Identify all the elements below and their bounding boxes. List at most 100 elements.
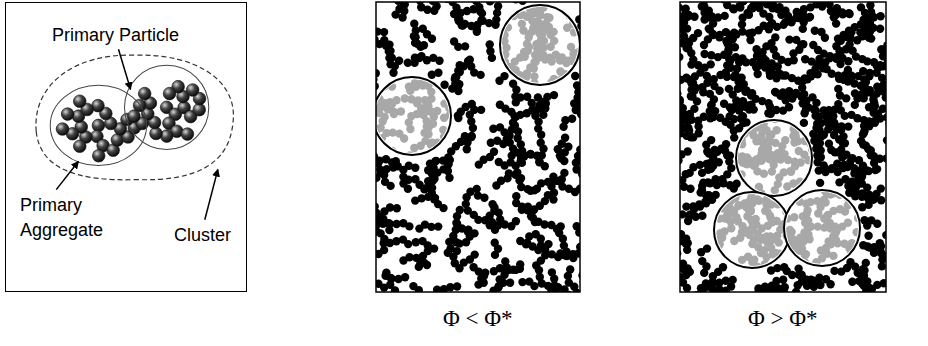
cluster-label: Cluster — [174, 223, 231, 248]
aggregate-label: Primary Aggregate — [20, 193, 115, 243]
cluster-outline — [736, 120, 812, 196]
aggregate-blob — [704, 246, 723, 262]
aggregate-blob — [745, 202, 784, 215]
aggregate-blob — [492, 2, 502, 24]
cluster-content — [721, 82, 841, 225]
aggregate-blob — [862, 23, 876, 43]
aggregate-blob — [482, 69, 509, 94]
cluster-content — [745, 166, 886, 279]
aggregate-blob — [706, 13, 718, 34]
aggregate-blob — [870, 152, 882, 173]
aggregate-blob — [707, 12, 729, 22]
aggregate-blob — [486, 40, 497, 62]
aggregate-blob — [516, 237, 553, 254]
aggregate-blob — [758, 223, 784, 236]
aggregate-blob — [523, 230, 545, 250]
aggregate-blob — [440, 93, 467, 122]
aggregate-blob — [680, 230, 690, 256]
aggregate-blob — [721, 101, 753, 126]
aggregate-blob — [481, 66, 502, 78]
aggregate-blob — [680, 116, 695, 142]
aggregate-blob — [747, 2, 777, 13]
aggregate-blob — [441, 60, 469, 71]
aggregate-blob — [475, 148, 499, 169]
aggregate-blob — [714, 2, 744, 13]
aggregate-blob — [709, 151, 731, 188]
aggregate-blob — [811, 27, 830, 42]
aggregate-blob — [490, 203, 520, 230]
aggregate-blob — [740, 106, 754, 133]
aggregate-blob — [420, 107, 441, 137]
aggregate-blob — [523, 40, 544, 78]
aggregate-blob — [723, 151, 736, 172]
aggregate-blob — [864, 232, 872, 240]
aggregate-blob — [385, 98, 398, 118]
aggregate-blob — [721, 183, 741, 198]
phase-caption: Φ > Φ* — [748, 306, 818, 332]
aggregate-blob — [761, 285, 796, 292]
aggregate-blob — [764, 169, 783, 186]
aggregate-blob — [530, 87, 540, 109]
aggregate-blob — [747, 216, 772, 233]
aggregate-blob — [686, 158, 723, 177]
aggregate-blob — [843, 163, 871, 192]
aggregate-blob — [767, 103, 794, 118]
aggregate-blob — [440, 86, 469, 113]
aggregate-blob — [433, 282, 461, 292]
aggregate-blob — [698, 148, 722, 177]
aggregate-blob — [474, 269, 489, 289]
aggregate-blob — [494, 279, 514, 292]
aggregate-blob — [455, 226, 474, 248]
aggregate-blob — [825, 140, 847, 162]
aggregate-blob — [729, 113, 746, 137]
cluster-circle — [500, 5, 580, 85]
aggregate-blob — [787, 13, 814, 27]
aggregate-blob — [380, 63, 404, 91]
aggregate-blob — [787, 158, 805, 176]
cluster-outline — [714, 192, 790, 268]
aggregate-blob — [376, 64, 398, 78]
aggregate-outline — [50, 85, 146, 165]
aggregate-blob — [680, 38, 698, 64]
aggregate-blob — [817, 246, 838, 260]
aggregate-blob — [486, 200, 503, 229]
cluster-outline — [500, 5, 580, 85]
aggregate-blob — [834, 20, 865, 43]
aggregate-blob — [701, 255, 722, 266]
aggregate-blob — [489, 257, 510, 292]
particle-label: Primary Particle — [52, 23, 179, 48]
aggregate-blob — [834, 100, 868, 124]
aggregate-blob — [376, 157, 400, 187]
aggregate-blob — [797, 271, 835, 288]
aggregate-blob — [710, 75, 724, 95]
primary-aggregate — [56, 95, 140, 162]
aggregate-blob — [505, 169, 539, 194]
cluster-content — [376, 43, 474, 173]
aggregate-blob — [783, 267, 821, 289]
aggregate-blob — [725, 85, 758, 114]
aggregate-blob — [557, 143, 573, 163]
aggregate-blob — [856, 279, 886, 292]
aggregate-blob — [573, 222, 581, 241]
aggregate-blob — [800, 119, 808, 127]
aggregate-blob — [680, 73, 699, 101]
aggregate-blob — [816, 179, 824, 187]
aggregate-blob — [376, 9, 388, 36]
aggregate-blob — [858, 184, 885, 211]
aggregate-blob — [819, 2, 840, 28]
aggregate-blob — [481, 20, 502, 31]
aggregate-blob — [530, 72, 543, 106]
aggregate-blob — [462, 188, 475, 215]
aggregate-blob — [792, 281, 802, 292]
aggregate-blob — [534, 93, 550, 119]
aggregate-blob — [813, 125, 832, 161]
aggregate-blob — [491, 239, 503, 260]
aggregate-blob — [436, 68, 474, 86]
aggregate-blob — [798, 111, 822, 127]
aggregate-blob — [444, 147, 456, 182]
aggregate-blob — [570, 94, 580, 122]
aggregate-blob — [381, 286, 400, 292]
aggregate-blob — [680, 170, 695, 193]
panel-frame — [376, 2, 580, 292]
aggregate-blob — [409, 282, 423, 292]
